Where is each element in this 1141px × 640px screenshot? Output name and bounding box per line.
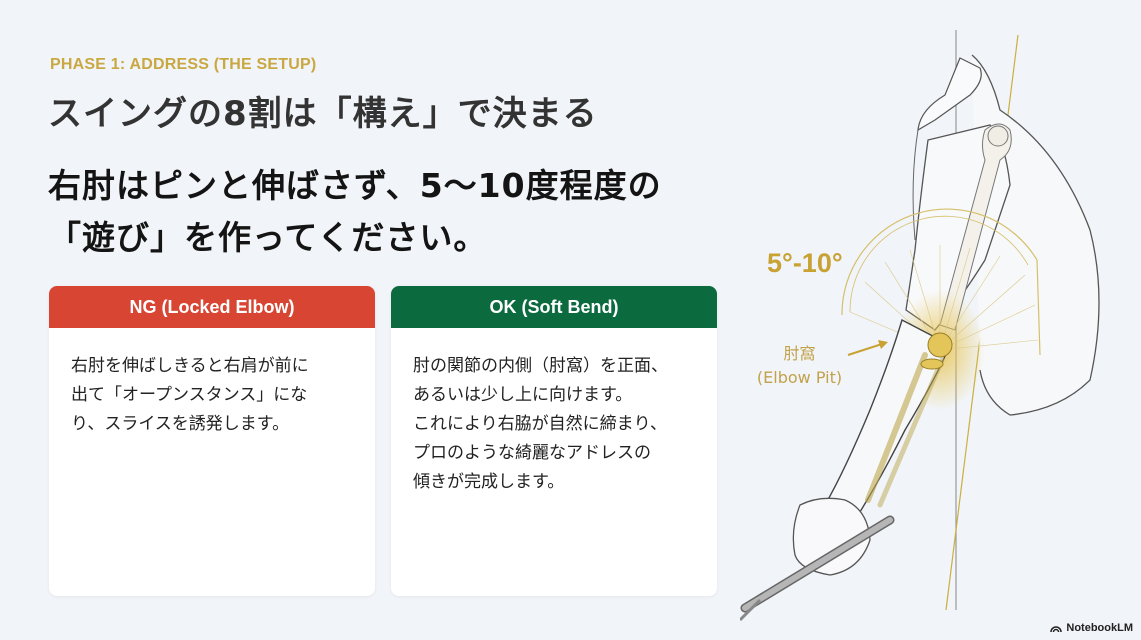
ok-card-header: OK (Soft Bend)	[391, 286, 717, 328]
elbow-pit-label-jp: 肘窩	[783, 344, 816, 363]
ok-card-line: プロのような綺麗なアドレスの	[413, 443, 651, 463]
ng-card-line: 右肘を伸ばしきると右肩が前に	[71, 356, 309, 376]
subtitle-line-1: 右肘はピンと伸ばさず、5〜10度程度の	[48, 166, 662, 205]
ok-card-body: 肘の関節の内側（肘窩）を正面、 あるいは少し上に向けます。 これにより右脇が自然…	[391, 328, 717, 497]
brand-name: NotebookLM	[1066, 622, 1133, 634]
angle-label: 5°-10°	[767, 248, 843, 278]
phase-label: PHASE 1: ADDRESS (THE SETUP)	[50, 56, 317, 73]
ng-card-body: 右肘を伸ばしきると右肩が前に 出て「オープンスタンス」にな り、スライスを誘発し…	[49, 328, 375, 439]
arm-illustration	[740, 30, 1100, 622]
ok-card-line: あるいは少し上に向けます。	[413, 385, 633, 405]
ok-card-line: 傾きが完成します。	[413, 472, 565, 492]
notebooklm-logo-icon	[1050, 626, 1063, 633]
elbow-pit-label-en: (Elbow Pit)	[756, 368, 843, 387]
ng-card: NG (Locked Elbow) 右肘を伸ばしきると右肩が前に 出て「オープン…	[49, 286, 375, 596]
ng-card-line: 出て「オープンスタンス」にな	[71, 385, 308, 405]
brand-watermark: NotebookLM	[1050, 622, 1133, 634]
elbow-pit-label: 肘窩 (Elbow Pit)	[752, 342, 847, 390]
subtitle: 右肘はピンと伸ばさず、5〜10度程度の 「遊び」を作ってください。	[48, 160, 768, 264]
ng-card-header: NG (Locked Elbow)	[49, 286, 375, 328]
ok-card-line: これにより右脇が自然に締まり、	[413, 414, 667, 434]
page-title: スイングの8割は「構え」で決まる	[48, 94, 598, 134]
ok-card-line: 肘の関節の内側（肘窩）を正面、	[413, 356, 668, 376]
ng-card-line: り、スライスを誘発します。	[71, 414, 290, 434]
ok-card: OK (Soft Bend) 肘の関節の内側（肘窩）を正面、 あるいは少し上に向…	[391, 286, 717, 596]
subtitle-line-2: 「遊び」を作ってください。	[48, 218, 488, 257]
